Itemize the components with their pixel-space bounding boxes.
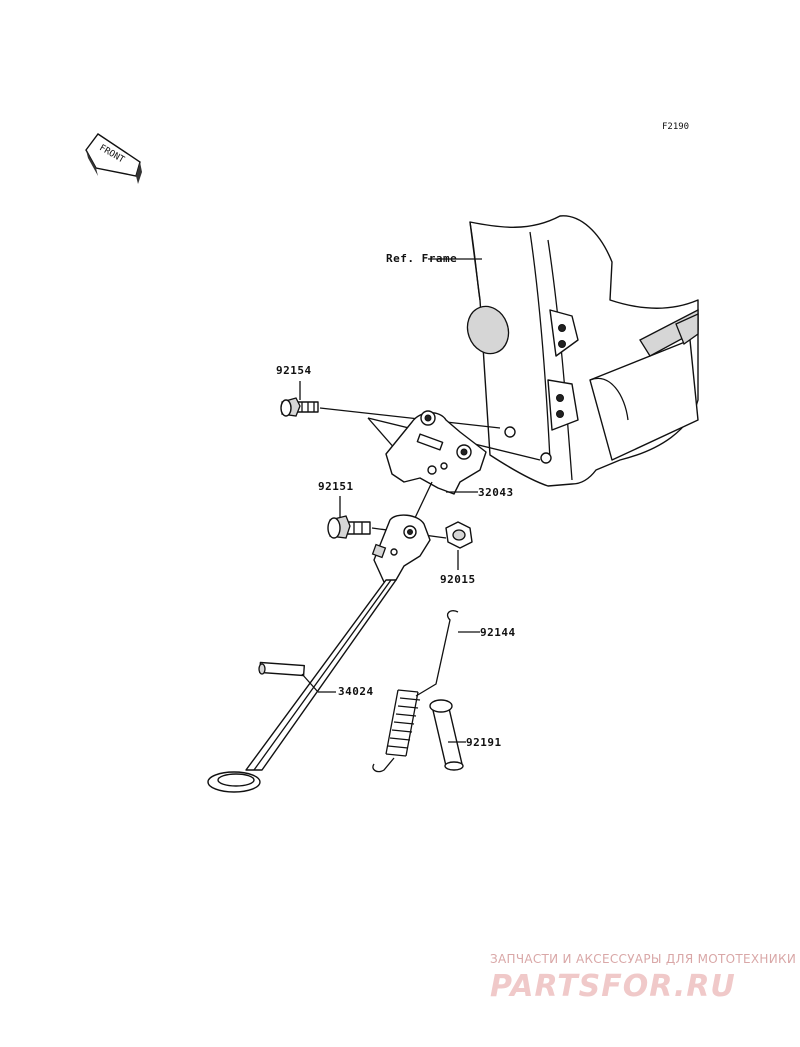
part-label-92015: 92015 (440, 573, 476, 586)
spring-92144 (372, 610, 459, 773)
watermark-subtitle: ЗАПЧАСТИ И АКСЕССУАРЫ ДЛЯ МОТОТЕХНИКИ (490, 952, 796, 966)
front-arrow-icon: FRONT (85, 133, 142, 184)
watermark: ЗАПЧАСТИ И АКСЕССУАРЫ ДЛЯ МОТОТЕХНИКИ PA… (490, 952, 796, 1004)
side-stand-34024 (207, 514, 431, 793)
bolt-92151 (327, 515, 371, 539)
bracket-32043 (385, 410, 487, 495)
part-label-34024: 34024 (338, 685, 374, 698)
diagram-code: F2190 (662, 122, 689, 132)
frame-illustration (466, 215, 699, 487)
sleeve-92191 (429, 699, 464, 771)
part-label-92154: 92154 (276, 364, 312, 377)
part-label-32043: 32043 (478, 486, 514, 499)
nut-92015 (445, 521, 473, 549)
part-label-92144: 92144 (480, 626, 516, 639)
bolt-92154 (280, 397, 319, 417)
part-label-92191: 92191 (466, 736, 502, 749)
watermark-logo: PARTSFOR.RU (490, 969, 736, 1004)
ref-frame-label: Ref. Frame (386, 252, 457, 265)
part-label-92151: 92151 (318, 480, 354, 493)
